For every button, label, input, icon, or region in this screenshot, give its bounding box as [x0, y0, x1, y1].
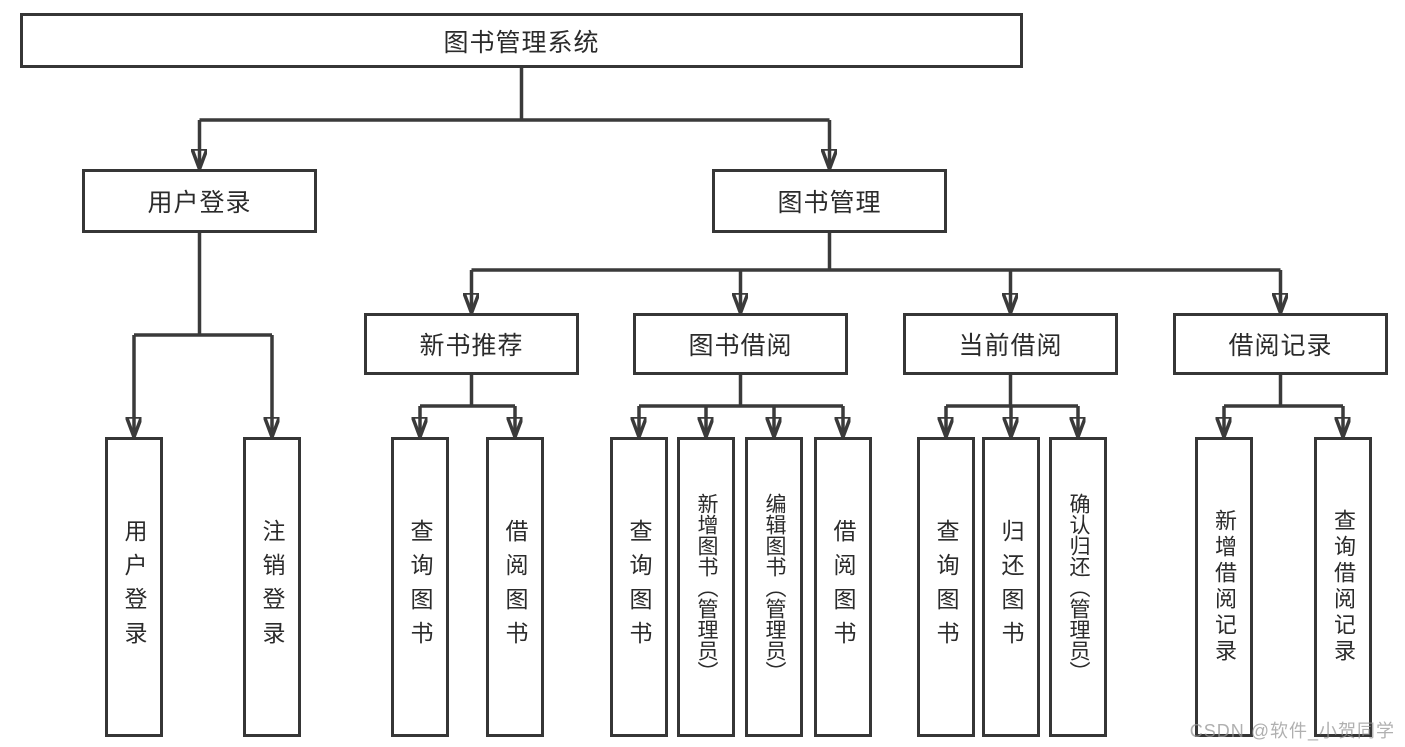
connector-new-book-recommend-children — [420, 375, 515, 437]
node-library-management-system: 图书管理系统 — [20, 13, 1023, 68]
leaf-query-books-current: 查询图书 — [917, 437, 975, 737]
connector-book-borrowing-children — [639, 375, 843, 437]
connector-root-to-level2 — [200, 68, 830, 169]
connector-current-borrowing-children — [946, 375, 1078, 437]
node-label: 编辑图书（管理员） — [763, 492, 786, 682]
node-label: 新增图书（管理员） — [695, 492, 718, 682]
leaf-add-books-admin: 新增图书（管理员） — [677, 437, 735, 737]
node-label: 图书管理系统 — [443, 28, 600, 57]
leaf-borrow-books-borrowing: 借阅图书 — [814, 437, 872, 737]
connector-borrowing-records-children — [1224, 375, 1343, 437]
node-label: 确认归还（管理员） — [1067, 492, 1090, 682]
node-label: 归还图书 — [998, 519, 1024, 655]
node-label: 用户登录 — [147, 189, 252, 217]
leaf-query-books-recommend: 查询图书 — [391, 437, 449, 737]
node-label: 图书管理 — [777, 189, 882, 217]
node-user-login-branch: 用户登录 — [82, 169, 317, 233]
watermark: CSDN @软件_小贺同学 — [1189, 721, 1395, 741]
connector-book-management-children — [472, 233, 1281, 313]
leaf-return-books: 归还图书 — [982, 437, 1040, 737]
leaf-edit-books-admin: 编辑图书（管理员） — [745, 437, 803, 737]
leaf-query-borrow-record: 查询借阅记录 — [1314, 437, 1372, 737]
node-label: 借阅图书 — [502, 519, 528, 655]
node-label: 查询借阅记录 — [1331, 509, 1356, 665]
node-label: 查询图书 — [407, 519, 433, 655]
node-label: 查询图书 — [626, 519, 652, 655]
leaf-user-login: 用户登录 — [105, 437, 163, 737]
connector-user-login-children — [134, 233, 272, 437]
leaf-query-books-borrowing: 查询图书 — [610, 437, 668, 737]
node-label: 新书推荐 — [419, 332, 524, 360]
node-label: 借阅图书 — [830, 519, 856, 655]
node-label: 查询图书 — [933, 519, 959, 655]
node-label: 新增借阅记录 — [1212, 509, 1237, 665]
node-label: 当前借阅 — [958, 332, 1063, 360]
leaf-logout: 注销登录 — [243, 437, 301, 737]
leaf-add-borrow-record: 新增借阅记录 — [1195, 437, 1253, 737]
node-book-borrowing: 图书借阅 — [633, 313, 848, 375]
node-label: 借阅记录 — [1228, 332, 1333, 360]
leaf-confirm-return-admin: 确认归还（管理员） — [1049, 437, 1107, 737]
node-label: 图书借阅 — [688, 332, 793, 360]
node-label: 注销登录 — [259, 519, 285, 655]
node-current-borrowing: 当前借阅 — [903, 313, 1118, 375]
node-label: 用户登录 — [121, 519, 147, 655]
node-book-management: 图书管理 — [712, 169, 947, 233]
node-new-book-recommend: 新书推荐 — [364, 313, 579, 375]
node-borrowing-records: 借阅记录 — [1173, 313, 1388, 375]
leaf-borrow-books-recommend: 借阅图书 — [486, 437, 544, 737]
